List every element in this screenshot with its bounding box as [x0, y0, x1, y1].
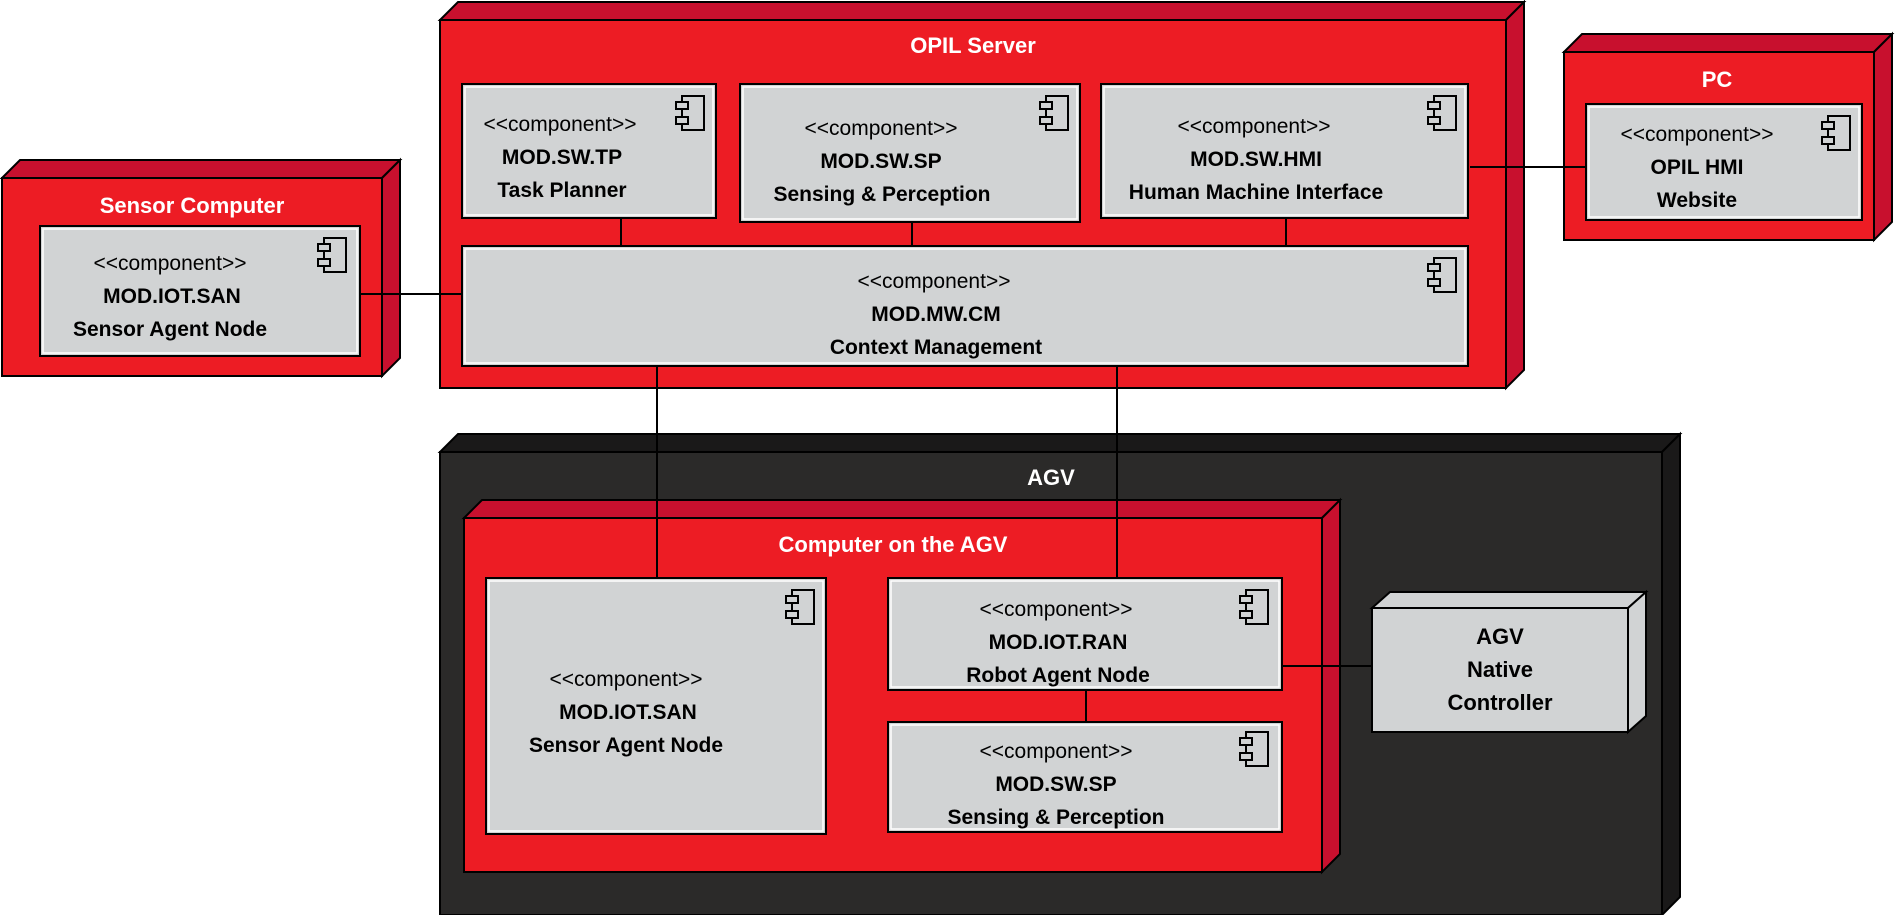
node-line: Native [1467, 657, 1533, 682]
component-label: Sensing & Perception [773, 183, 990, 206]
component-label: Human Machine Interface [1129, 181, 1383, 204]
component-agv-sensor-agent-node[interactable]: <<component>> MOD.IOT.SAN Sensor Agent N… [485, 577, 827, 835]
uml-component-icon [785, 589, 815, 625]
component-agv-sensing-perception[interactable]: <<component>> MOD.SW.SP Sensing & Percep… [887, 721, 1283, 833]
component-stereotype: <<component>> [94, 252, 247, 275]
component-label: Website [1657, 189, 1737, 212]
component-id: MOD.IOT.SAN [103, 285, 241, 308]
component-id: MOD.IOT.SAN [559, 701, 697, 724]
node-title: Sensor Computer [100, 193, 285, 218]
component-stereotype: <<component>> [858, 270, 1011, 293]
node-title: PC [1702, 67, 1733, 92]
component-stereotype: <<component>> [1178, 115, 1331, 138]
node-title: AGV [1027, 465, 1075, 490]
component-stereotype: <<component>> [484, 113, 637, 136]
component-stereotype: <<component>> [550, 668, 703, 691]
uml-component-icon [1427, 257, 1457, 293]
component-stereotype: <<component>> [805, 117, 958, 140]
component-label: Sensor Agent Node [529, 734, 723, 757]
uml-component-icon [1039, 95, 1069, 131]
node-line: AGV [1476, 624, 1524, 649]
component-label: Context Management [830, 336, 1042, 359]
component-stereotype: <<component>> [980, 598, 1133, 621]
component-robot-agent-node[interactable]: <<component>> MOD.IOT.RAN Robot Agent No… [887, 577, 1283, 691]
component-id: MOD.IOT.RAN [989, 631, 1128, 654]
component-stereotype: <<component>> [980, 740, 1133, 763]
component-task-planner[interactable]: <<component>> MOD.SW.TP Task Planner [461, 83, 717, 219]
node-title: OPIL Server [910, 33, 1036, 58]
node-line: Controller [1447, 690, 1553, 715]
component-label: Sensor Agent Node [73, 318, 267, 341]
component-id: MOD.SW.HMI [1190, 148, 1322, 171]
component-id: MOD.SW.SP [995, 773, 1116, 796]
uml-component-icon [1239, 731, 1269, 767]
component-id: OPIL HMI [1651, 156, 1744, 179]
uml-component-icon [1821, 115, 1851, 151]
node-title: Computer on the AGV [779, 532, 1008, 557]
uml-component-icon [317, 237, 347, 273]
uml-component-icon [675, 95, 705, 131]
connectors [360, 166, 1586, 722]
component-stereotype: <<component>> [1621, 123, 1774, 146]
uml-component-icon [1427, 95, 1457, 131]
component-sensor-agent-node[interactable]: <<component>> MOD.IOT.SAN Sensor Agent N… [39, 225, 361, 357]
component-id: MOD.MW.CM [871, 303, 1000, 326]
component-id: MOD.SW.TP [502, 146, 622, 169]
component-label: Robot Agent Node [966, 664, 1150, 687]
uml-component-icon [1239, 589, 1269, 625]
component-label: Sensing & Perception [947, 806, 1164, 829]
component-opil-hmi-website[interactable]: <<component>> OPIL HMI Website [1585, 103, 1863, 221]
component-label: Task Planner [497, 179, 626, 202]
component-id: MOD.SW.SP [820, 150, 941, 173]
component-context-management[interactable]: <<component>> MOD.MW.CM Context Manageme… [461, 245, 1469, 367]
component-hmi[interactable]: <<component>> MOD.SW.HMI Human Machine I… [1100, 83, 1469, 219]
component-sensing-perception[interactable]: <<component>> MOD.SW.SP Sensing & Percep… [739, 83, 1081, 223]
node-agv-controller[interactable]: AGV Native Controller [1369, 589, 1649, 735]
